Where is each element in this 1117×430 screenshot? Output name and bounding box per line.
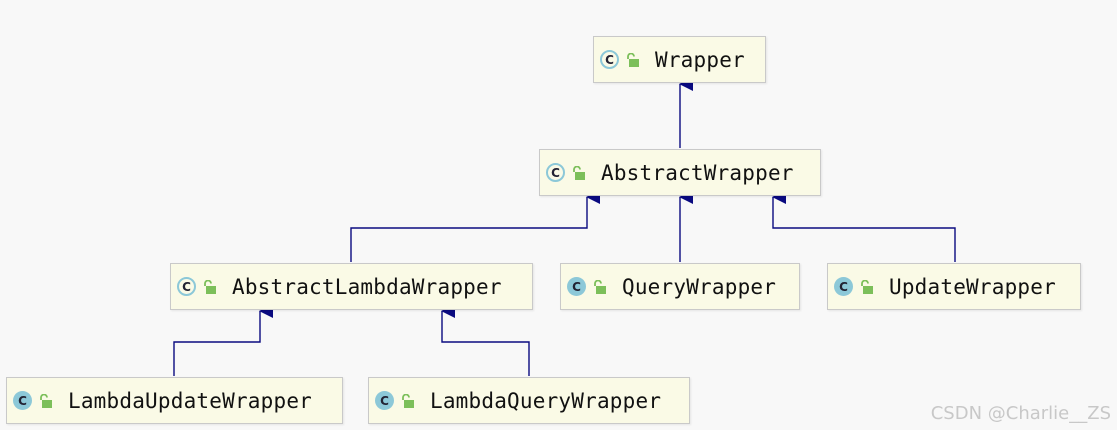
edge-lambdaupdatewrapper-to-abstractlambdawrapper [173,304,273,376]
edge-abstractlambdawrapper-to-abstractwrapper [350,190,600,262]
node-update-wrapper[interactable]: C UpdateWrapper [827,263,1081,310]
class-icon: C [834,277,853,296]
node-label: AbstractLambdaWrapper [232,274,502,299]
abstract-class-icon: C [600,50,619,69]
node-lambda-query-wrapper[interactable]: C LambdaQueryWrapper [368,377,690,424]
node-label: QueryWrapper [622,274,777,299]
unlocked-padlock-icon [627,52,639,67]
node-label: AbstractWrapper [601,160,794,185]
unlocked-padlock-icon [573,165,585,180]
abstract-class-icon: C [546,163,565,182]
edge-updatewrapper-to-abstractwrapper [772,190,956,262]
abstract-class-icon: C [177,277,196,296]
class-icon: C [13,391,32,410]
unlocked-padlock-icon [402,393,414,408]
node-label: LambdaUpdateWrapper [68,388,313,413]
unlocked-padlock-icon [594,279,606,294]
node-wrapper[interactable]: C Wrapper [593,36,766,83]
edge-lambdaquerywrapper-to-abstractlambdawrapper [441,304,530,376]
node-query-wrapper[interactable]: C QueryWrapper [560,263,800,310]
unlocked-padlock-icon [40,393,52,408]
unlocked-padlock-icon [861,279,873,294]
class-icon: C [375,391,394,410]
node-abstract-lambda-wrapper[interactable]: C AbstractLambdaWrapper [170,263,533,310]
unlocked-padlock-icon [204,279,216,294]
node-label: Wrapper [655,47,745,72]
watermark: CSDN @Charlie__ZS [930,403,1111,424]
node-label: LambdaQueryWrapper [430,388,662,413]
node-label: UpdateWrapper [889,274,1056,299]
node-lambda-update-wrapper[interactable]: C LambdaUpdateWrapper [6,377,343,424]
node-abstract-wrapper[interactable]: C AbstractWrapper [539,149,821,196]
class-icon: C [567,277,586,296]
